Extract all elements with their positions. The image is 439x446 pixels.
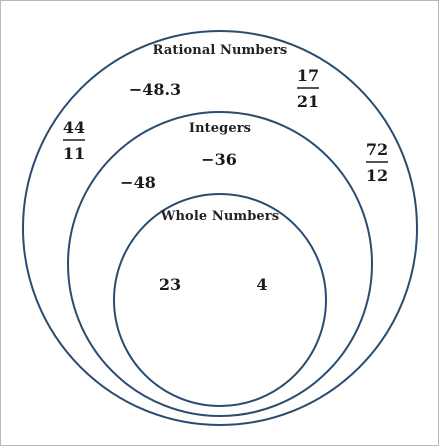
rational-numbers-label: Rational Numbers — [153, 43, 288, 58]
fraction-17-21-denominator: 21 — [297, 92, 319, 111]
integers-label: Integers — [189, 121, 251, 136]
element-neg-48-3: −48.3 — [129, 80, 181, 99]
fraction-44-11-numerator: 44 — [63, 118, 85, 137]
fraction-17-21: 17 21 — [297, 66, 319, 111]
whole-numbers-circle — [113, 193, 327, 407]
fraction-44-11: 44 11 — [63, 118, 85, 163]
integers-circle — [67, 111, 373, 417]
fraction-72-12-numerator: 72 — [366, 140, 388, 159]
element-4: 4 — [256, 275, 267, 294]
fraction-17-21-numerator: 17 — [297, 66, 319, 85]
fraction-72-12: 72 12 — [366, 140, 388, 185]
whole-numbers-label: Whole Numbers — [160, 209, 279, 224]
fraction-72-12-denominator: 12 — [366, 166, 388, 185]
fraction-44-11-denominator: 11 — [63, 144, 85, 163]
element-neg-36: −36 — [201, 150, 237, 169]
rational-numbers-circle — [22, 30, 418, 426]
element-23: 23 — [159, 275, 181, 294]
element-neg-48: −48 — [120, 173, 156, 192]
